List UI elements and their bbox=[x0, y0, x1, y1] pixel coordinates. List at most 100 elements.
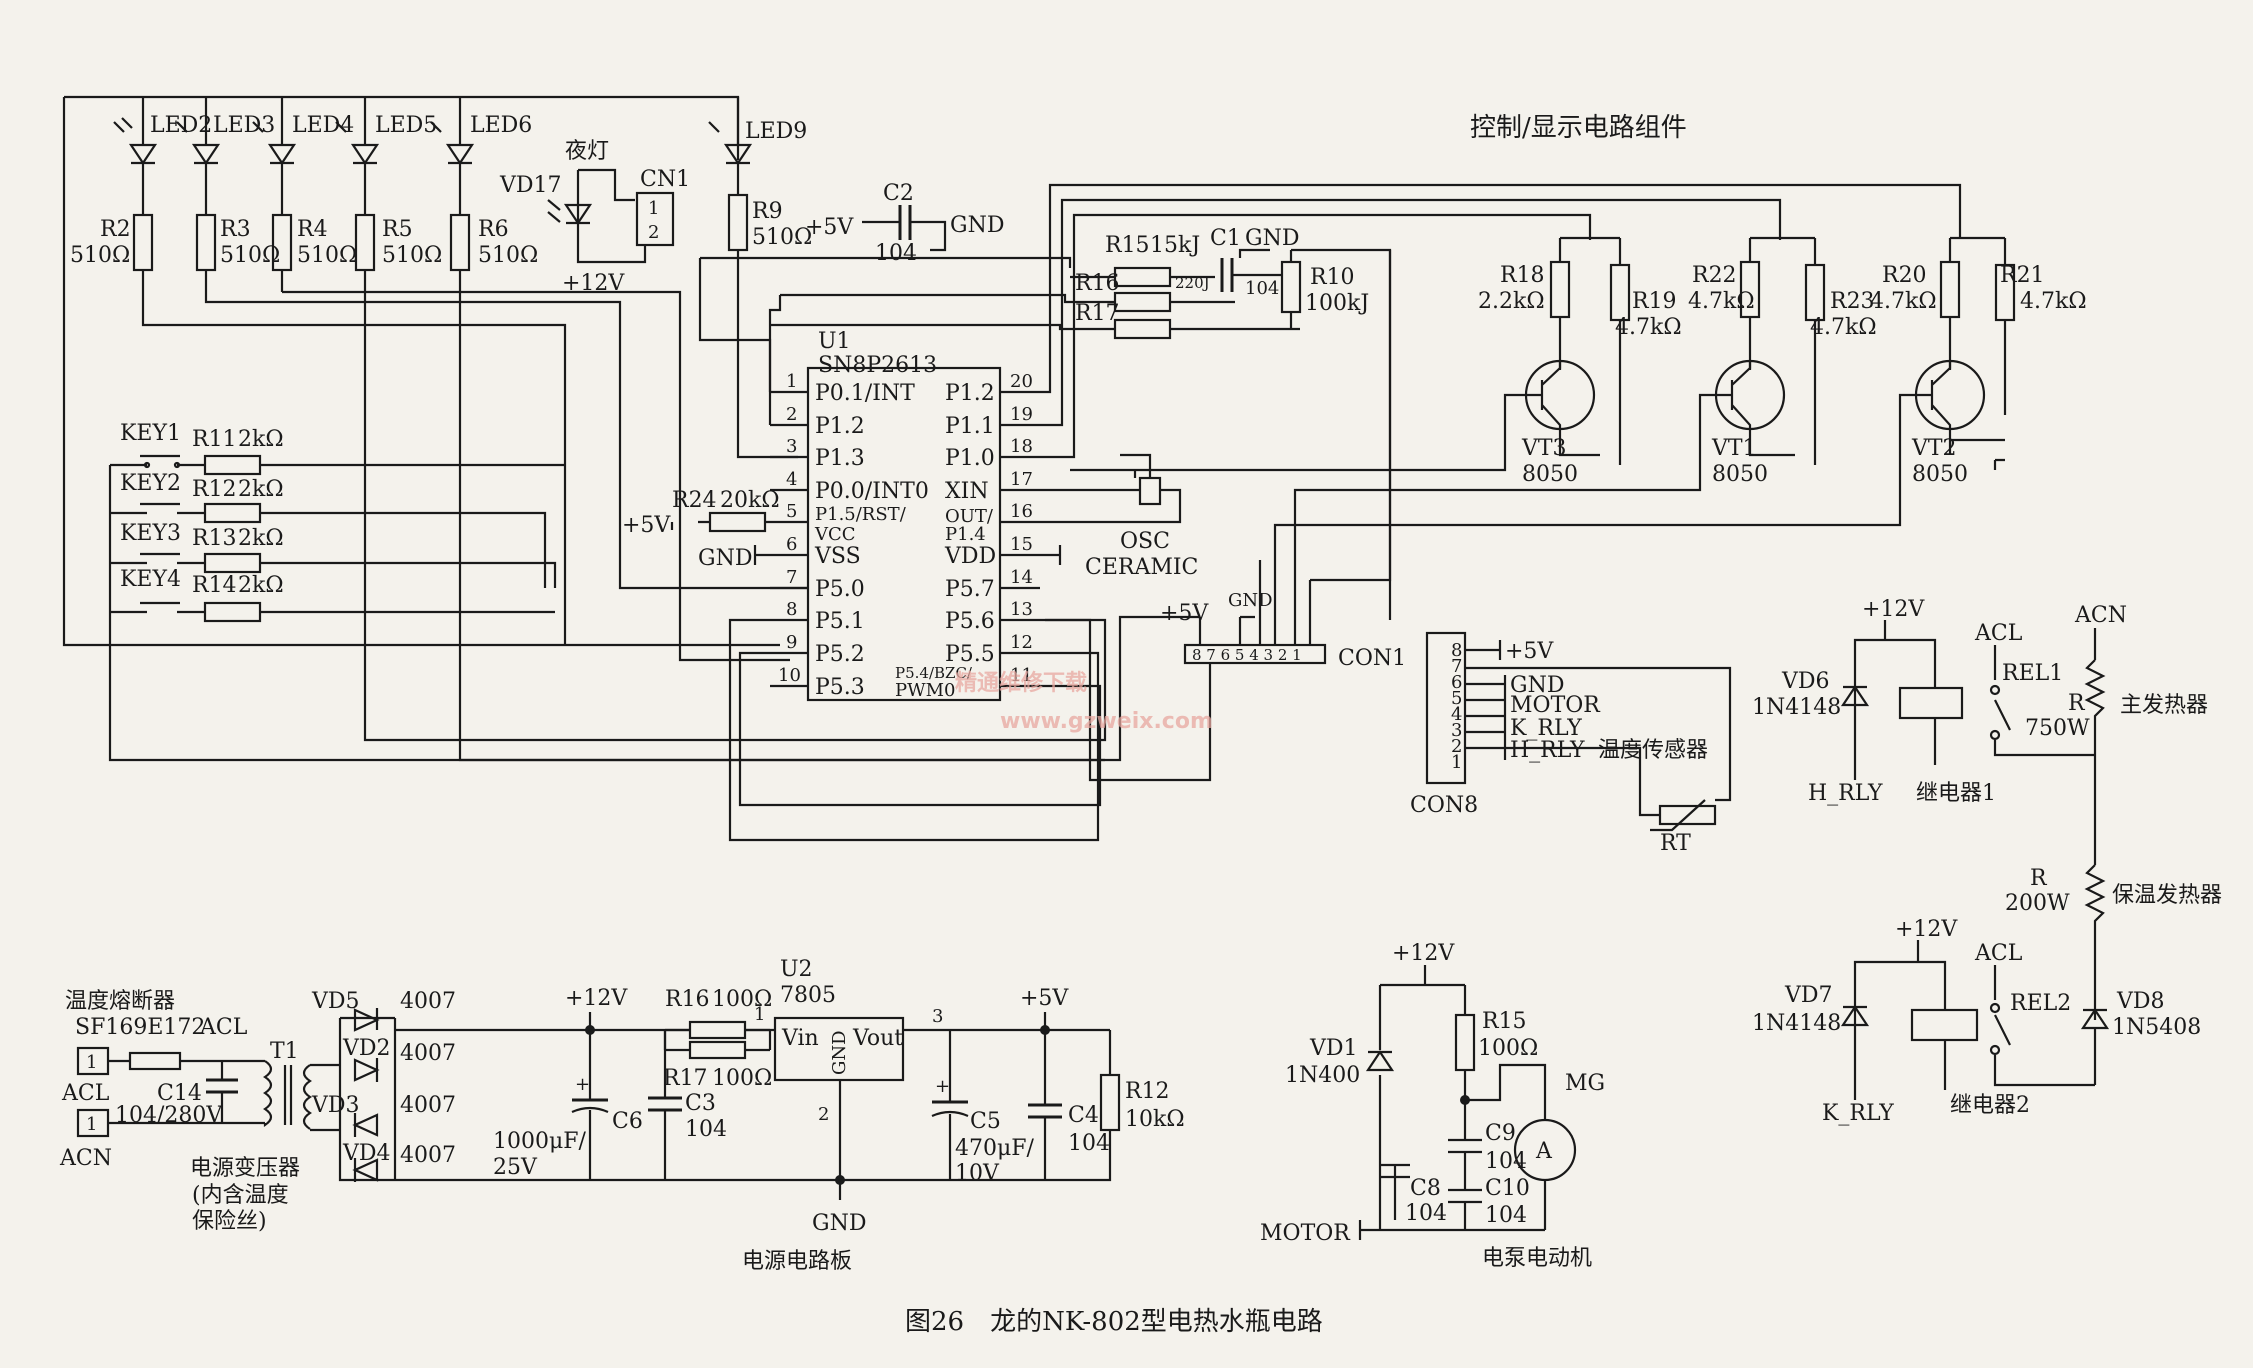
r19-val: 4.7kΩ bbox=[1615, 315, 1682, 340]
con8-p6: 6 bbox=[1451, 672, 1462, 693]
c10-ref: C10 bbox=[1485, 1176, 1530, 1201]
power-supply: 温度熔断器 SF169E172 ACL 1 ACL 1 ACN C14 104/… bbox=[59, 957, 1185, 1274]
r21-val: 4.7kΩ bbox=[2020, 289, 2087, 314]
pin-13: 13 bbox=[1010, 599, 1033, 620]
key-common-wire bbox=[108, 612, 1105, 762]
r17-ref: R17 bbox=[1075, 301, 1120, 326]
r10-ref: R10 bbox=[1310, 265, 1355, 290]
u2-pin2: 2 bbox=[818, 1104, 829, 1125]
c8-ref: C8 bbox=[1410, 1176, 1441, 1201]
r2-ref: R2 bbox=[100, 217, 131, 242]
main-heater-label: 主发热器 bbox=[2120, 693, 2208, 718]
r4-resistor bbox=[271, 213, 293, 272]
r16-resistor bbox=[1113, 291, 1172, 313]
pin-3: 3 bbox=[786, 436, 797, 457]
r18-resistor bbox=[1549, 260, 1571, 319]
key2-switch[interactable] bbox=[135, 502, 205, 515]
con1-label: CON1 bbox=[1338, 646, 1406, 671]
key1-label: KEY1 bbox=[120, 421, 181, 446]
pin-4: 4 bbox=[786, 469, 797, 490]
vd17-label: VD17 bbox=[499, 173, 562, 198]
acl-terminal-num: 1 bbox=[86, 1052, 97, 1073]
r10-val: 100kJ bbox=[1305, 291, 1369, 316]
r3-val: 510Ω bbox=[220, 243, 280, 268]
pin-16: 16 bbox=[1010, 501, 1033, 522]
r24-ref: R24 bbox=[672, 488, 717, 513]
r10-resistor bbox=[1280, 260, 1302, 314]
c6-plus: + bbox=[575, 1074, 590, 1095]
relay2-12v: +12V bbox=[1895, 917, 1958, 942]
pin-4-name: P0.0/INT0 bbox=[815, 479, 929, 504]
rel1-coil bbox=[1898, 686, 1964, 720]
con8-gnd: GND bbox=[1510, 673, 1564, 698]
mcu-part: SN8P2613 bbox=[818, 353, 937, 378]
u2-pin3: 3 bbox=[932, 1006, 943, 1027]
rt-label: RT bbox=[1660, 831, 1691, 856]
r3-ref: R3 bbox=[220, 217, 251, 242]
vd6-ref: VD6 bbox=[1781, 669, 1830, 694]
pump-section-label: 电泵电动机 bbox=[1482, 1246, 1592, 1271]
pin13-con bbox=[1150, 663, 1212, 782]
heater2-r: R bbox=[2030, 866, 2048, 891]
power-board-label: 电源电路板 bbox=[742, 1249, 852, 1274]
nightlight-12v: +12V bbox=[562, 271, 625, 296]
pin-20: 20 bbox=[1010, 371, 1033, 392]
con8-body bbox=[1425, 631, 1467, 785]
pin-2-name: P1.2 bbox=[815, 414, 865, 439]
vd2-ref: VD2 bbox=[342, 1036, 391, 1061]
osc-type: CERAMIC bbox=[1085, 555, 1198, 580]
pin-1: 1 bbox=[786, 371, 797, 392]
key4-switch[interactable] bbox=[135, 601, 205, 614]
r15-resistor bbox=[1113, 266, 1172, 288]
pin-5-extra: VCC bbox=[814, 524, 856, 545]
pin-3-name: P1.3 bbox=[815, 446, 865, 471]
r19-resistor bbox=[1609, 263, 1631, 322]
pin-5: 5 bbox=[786, 501, 797, 522]
osc-label: OSC bbox=[1120, 529, 1170, 554]
led3-label: LED3 bbox=[213, 113, 275, 138]
rel1-label: REL1 bbox=[2002, 661, 2063, 686]
pin-19: 19 bbox=[1010, 404, 1033, 425]
c5-ref: C5 bbox=[970, 1109, 1001, 1134]
vt1-ref: VT1 bbox=[1711, 436, 1757, 461]
driver-stage: R18 2.2kΩ R19 4.7kΩ VT3 8050 R22 4.7kΩ R… bbox=[1070, 236, 2087, 560]
r11-val: 2kΩ bbox=[238, 427, 284, 452]
vt2-part: 8050 bbox=[1912, 462, 1968, 487]
ps-5v: +5V bbox=[1020, 986, 1069, 1011]
pin-18-name: P1.0 bbox=[945, 446, 995, 471]
r21-ref: R21 bbox=[2000, 263, 2045, 288]
r23-val: 4.7kΩ bbox=[1810, 315, 1877, 340]
transformer-note2: 保险丝) bbox=[192, 1209, 267, 1234]
r4-val: 510Ω bbox=[297, 243, 357, 268]
con1-connector: 8 7 6 5 4 3 2 1 CON1 +5V GND bbox=[1160, 250, 1406, 671]
pin-19-name: P1.1 bbox=[945, 414, 995, 439]
vd4-part: 4007 bbox=[400, 1143, 456, 1168]
relay2-krly: K_RLY bbox=[1822, 1101, 1894, 1126]
r13-val: 2kΩ bbox=[238, 526, 284, 551]
r21-resistor bbox=[1994, 263, 2016, 322]
r11-resistor bbox=[203, 454, 262, 476]
ps-12v: +12V bbox=[565, 986, 628, 1011]
r13-resistor bbox=[203, 552, 262, 574]
pin-9-name: P5.2 bbox=[815, 642, 865, 667]
r9-resistor bbox=[727, 193, 749, 252]
key1-switch[interactable] bbox=[135, 454, 205, 469]
r9-val: 510Ω bbox=[752, 225, 812, 250]
con8-p1: 1 bbox=[1451, 752, 1462, 773]
pin-6: 6 bbox=[786, 534, 797, 555]
led4-label: LED4 bbox=[292, 113, 354, 138]
key3-switch[interactable] bbox=[135, 552, 205, 565]
pin-7-name: P5.0 bbox=[815, 577, 865, 602]
r12-ref: R12 bbox=[192, 477, 237, 502]
u2-regulator bbox=[773, 1016, 905, 1082]
pin-10: 10 bbox=[778, 665, 801, 686]
c3-val: 104 bbox=[685, 1117, 727, 1142]
relay1-label: 继电器1 bbox=[1916, 781, 1996, 806]
r15-val: 15kJ bbox=[1150, 233, 1200, 258]
r12-val: 2kΩ bbox=[238, 477, 284, 502]
con8-connector: CON8 8 7 6 5 4 3 2 1 +5V GND MOTOR K_RLY… bbox=[1410, 631, 1732, 856]
r18-ref: R18 bbox=[1500, 263, 1545, 288]
mcu-ref: U1 bbox=[818, 329, 851, 354]
u2-gnd: GND bbox=[829, 1030, 850, 1075]
